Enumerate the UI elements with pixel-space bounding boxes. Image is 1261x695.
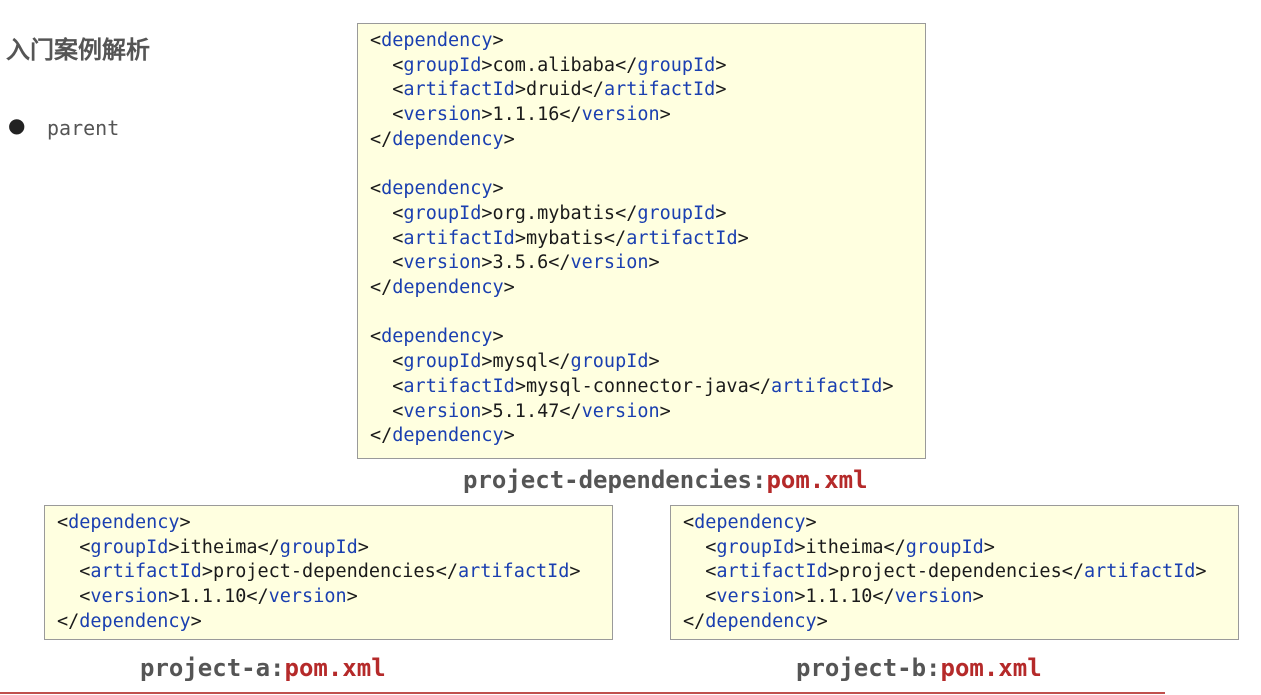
artifact-id-value: project-dependencies [838, 561, 1062, 583]
version-value: 1.1.16 [492, 104, 560, 126]
xml-tag-name: artifactId [403, 375, 515, 397]
page-title: 入门案例解析 [6, 36, 150, 64]
xml-tag-name: dependency [392, 425, 504, 447]
xml-tag-name: version [268, 586, 347, 608]
dep-block-1: <dependency> <groupId>org.mybatis</group… [370, 178, 749, 299]
xml-tag-name: dependency [381, 326, 493, 348]
version-value: 5.1.47 [492, 400, 560, 422]
version-value: 1.1.10 [805, 586, 873, 608]
group-id-value: com.alibaba [492, 54, 616, 76]
xml-tag-name: artifactId [771, 375, 883, 397]
xml-tag-name: groupId [279, 536, 358, 558]
code-box-project-a: <dependency> <groupId>itheima</groupId> … [44, 505, 613, 640]
xml-tag-name: version [90, 586, 169, 608]
xml-tag-name: version [403, 252, 482, 274]
bottom-accent-line [0, 692, 1165, 694]
xml-tag-name: artifactId [403, 79, 515, 101]
caption-project-b: project-b:pom.xml [796, 654, 1042, 682]
xml-tag-name: groupId [905, 536, 984, 558]
group-id-value: mysql [492, 351, 549, 373]
xml-tag-name: dependency [68, 512, 180, 533]
xml-tag-name: dependency [381, 178, 493, 200]
version-value: 1.1.10 [179, 586, 247, 608]
caption-part: : [926, 654, 941, 682]
xml-tag-name: version [581, 104, 660, 126]
caption-part: project-a [140, 654, 271, 682]
caption-part: project-dependencies [463, 466, 752, 494]
caption-file-name: pom.xml [766, 466, 868, 494]
xml-tag-name: artifactId [626, 227, 738, 249]
code-block: <dependency> <groupId>itheima</groupId> … [683, 512, 1207, 632]
group-id-value: itheima [179, 536, 258, 558]
xml-tag-name: version [716, 586, 795, 608]
xml-tag-name: artifactId [90, 561, 202, 583]
xml-tag-name: dependency [694, 512, 806, 533]
artifact-id-value: project-dependencies [212, 561, 436, 583]
xml-tag-name: groupId [637, 202, 716, 224]
dep-block-0: <dependency> <groupId>com.alibaba</group… [370, 30, 727, 150]
xml-tag-name: groupId [403, 54, 482, 76]
code-block: <dependency> <groupId>itheima</groupId> … [57, 512, 581, 632]
group-id-value: org.mybatis [492, 202, 616, 224]
bullet-icon: ● [8, 113, 26, 137]
group-id-value: itheima [805, 536, 884, 558]
dep-block-2: <dependency> <groupId>mysql</groupId> <a… [370, 326, 894, 447]
xml-tag-name: artifactId [1084, 561, 1196, 583]
xml-tag-name: dependency [392, 277, 504, 299]
xml-tag-name: dependency [79, 610, 191, 632]
bullet-text: parent [47, 116, 120, 140]
xml-tag-name: dependency [392, 128, 504, 150]
caption-project-dependencies: project-dependencies:pom.xml [463, 466, 868, 494]
artifact-id-value: druid [525, 79, 582, 101]
code-block: <dependency> <groupId>com.alibaba</group… [370, 29, 925, 449]
caption-part: : [270, 654, 285, 682]
xml-tag-name: version [403, 104, 482, 126]
caption-file-name: pom.xml [940, 654, 1042, 682]
xml-tag-name: groupId [637, 54, 716, 76]
xml-tag-name: dependency [705, 610, 817, 632]
xml-tag-name: groupId [403, 351, 482, 373]
xml-tag-name: artifactId [458, 561, 570, 583]
caption-file-name: pom.xml [284, 654, 386, 682]
code-box-project-dependencies: <dependency> <groupId>com.alibaba</group… [357, 23, 926, 459]
xml-tag-name: groupId [570, 351, 649, 373]
xml-tag-name: artifactId [603, 79, 716, 101]
caption-part: : [751, 466, 767, 494]
xml-tag-name: groupId [90, 536, 169, 558]
xml-tag-name: groupId [716, 536, 795, 558]
artifact-id-value: mybatis [525, 227, 604, 249]
xml-tag-name: version [894, 586, 973, 608]
xml-tag-name: artifactId [716, 561, 828, 583]
xml-tag-name: version [403, 400, 482, 422]
xml-tag-name: version [570, 252, 649, 274]
xml-tag-name: groupId [403, 202, 482, 224]
caption-project-a: project-a:pom.xml [140, 654, 386, 682]
caption-part: project-b [796, 654, 927, 682]
code-box-project-b: <dependency> <groupId>itheima</groupId> … [670, 505, 1239, 640]
xml-tag-name: artifactId [403, 227, 515, 249]
artifact-id-value: mysql-connector-java [525, 375, 749, 397]
xml-tag-name: version [581, 400, 660, 422]
xml-tag-name: dependency [381, 30, 493, 51]
version-value: 3.5.6 [492, 252, 549, 274]
